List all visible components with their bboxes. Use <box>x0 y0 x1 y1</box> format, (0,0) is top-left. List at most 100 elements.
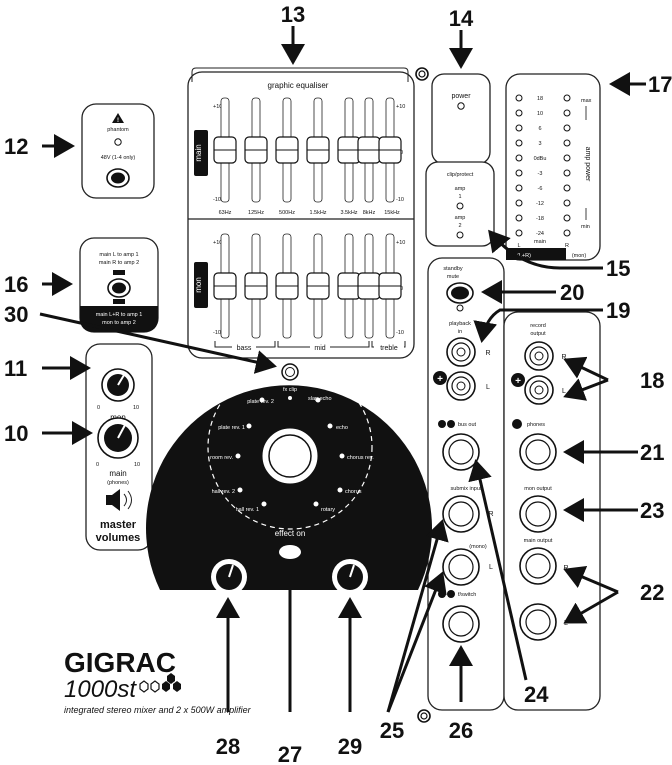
bus-out-icon <box>438 420 446 428</box>
routing-line-3: main L+R to amp 1 <box>96 312 143 318</box>
eq-main-slider-7[interactable] <box>378 97 402 203</box>
submix-r-label: R <box>488 511 493 518</box>
eq-mon-slider-4[interactable] <box>306 233 330 339</box>
graphic-equaliser: graphic equaliser main mon +10 -10 +10 0… <box>187 67 415 359</box>
preset-plate-rev-1: plate rev. 1 <box>218 425 245 431</box>
submix-l-label: L <box>489 564 493 571</box>
submix-l-jack[interactable] <box>442 548 480 586</box>
record-label-2: output <box>530 331 546 337</box>
preset-hall-rev-2: hall rev. 2 <box>212 489 235 495</box>
amp1-led <box>456 202 464 210</box>
playback-l-jack[interactable] <box>446 371 476 401</box>
eq-mon-slider-1[interactable] <box>213 233 237 339</box>
meter-led-row-9: -18 <box>515 214 571 222</box>
preset-slap-echo: slap echo <box>308 396 332 402</box>
callout-16: 16 <box>4 272 28 297</box>
main-output-r-jack[interactable] <box>519 547 557 585</box>
routing-section: main L to amp 1 main R to amp 2 main L+R… <box>79 237 159 333</box>
eq-main-slider-6[interactable] <box>357 97 381 203</box>
brand-tagline: integrated stereo mixer and 2 x 500W amp… <box>64 705 252 715</box>
record-r-jack[interactable] <box>524 341 554 371</box>
phones-jack[interactable] <box>519 433 557 471</box>
callout-29: 29 <box>338 734 362 759</box>
brand-name: GIGRAC <box>64 647 176 678</box>
clip-protect-title: clip/protect <box>447 172 474 178</box>
master-volumes: 0 10 mon 0 10 main (phones) master volum… <box>85 343 153 551</box>
power-led <box>457 102 465 110</box>
meter-mon-label: (mon) <box>572 253 587 259</box>
eq-mon-slider-7[interactable] <box>378 233 402 339</box>
callout-27: 27 <box>278 742 302 765</box>
record-l-label: L <box>562 388 566 395</box>
record-l-jack[interactable] <box>524 375 554 405</box>
callout-arrows <box>39 26 646 713</box>
to-main-zero: 0 <box>207 597 210 603</box>
mon-volume-knob[interactable] <box>101 368 135 402</box>
callout-numbers: 13 14 17 12 16 15 20 19 30 11 10 18 21 2… <box>4 2 672 765</box>
to-main-ten: 10 <box>243 597 249 603</box>
plus-icon <box>433 371 447 385</box>
effect-on-button[interactable] <box>279 545 301 559</box>
preset-echo: echo <box>336 425 348 431</box>
meter-value-minus-3: -3 <box>538 171 543 177</box>
meter-r-label: R <box>565 243 569 249</box>
eq-mon-slider-2[interactable] <box>244 233 268 339</box>
phantom-section: ! phantom 48V (1-4 only) <box>81 103 155 199</box>
power-label: power <box>451 93 471 100</box>
submix-mono-label: (mono) <box>469 544 487 550</box>
eq-main-slider-5[interactable] <box>337 97 361 203</box>
eq-mon-slider-3[interactable] <box>275 233 299 339</box>
meter-l-label: L <box>517 243 520 249</box>
callout-14: 14 <box>449 6 474 31</box>
eq-mon-scale-bot-right: -10 <box>396 330 404 336</box>
to-main-knob[interactable] <box>211 559 247 595</box>
effects-section: . fx clip plate rev. 2 slap echo plate r… <box>146 363 432 628</box>
main-volume-knob[interactable] <box>97 417 139 459</box>
standby-label-2: mute <box>447 274 459 280</box>
submix-r-jack[interactable] <box>442 495 480 533</box>
speaker-icon <box>106 489 132 511</box>
eq-freq-63hz: 63Hz <box>219 210 232 216</box>
eq-freq-15khz: 15kHz <box>384 210 400 216</box>
meter-value-0dbu: 0dBu <box>534 156 547 162</box>
eq-mon-tab-label: mon <box>194 277 203 293</box>
standby-label-1: standby <box>443 266 463 272</box>
eq-main-slider-2[interactable] <box>244 97 268 203</box>
to-mon-zero: 0 <box>328 597 331 603</box>
preset-plate-rev-2: plate rev. 2 <box>247 399 274 405</box>
meter-value-3: 3 <box>538 141 541 147</box>
callout-13: 13 <box>281 2 305 27</box>
callout-26: 26 <box>449 718 473 743</box>
main-output-l-label: L <box>564 620 568 627</box>
fswitch-jack[interactable] <box>442 605 480 643</box>
brand: GIGRAC 1000st integrated stereo mixer an… <box>64 647 252 715</box>
amp2-led <box>456 231 464 239</box>
phantom-sub-label: 48V (1-4 only) <box>101 155 136 161</box>
callout-17: 17 <box>648 72 672 97</box>
callout-25: 25 <box>380 718 404 743</box>
mon-output-jack[interactable] <box>519 495 557 533</box>
meter-led-row-4: 3 <box>515 139 571 147</box>
playback-r-jack[interactable] <box>446 337 476 367</box>
mon-volume-zero: 0 <box>97 405 100 411</box>
main-output-l-jack[interactable] <box>519 603 557 641</box>
meter-led-row-1: 18 <box>515 94 571 102</box>
meter-led-row-2: 10 <box>515 109 571 117</box>
amp1-number: 1 <box>458 194 461 200</box>
eq-main-slider-3[interactable] <box>275 97 299 203</box>
bus-out-jack[interactable] <box>442 433 480 471</box>
master-volumes-title-2: volumes <box>96 532 141 544</box>
eq-main-slider-1[interactable] <box>213 97 237 203</box>
preset-selector-knob[interactable] <box>262 428 318 484</box>
callout-11: 11 <box>4 356 27 381</box>
meter-led-row-8: -12 <box>515 199 571 207</box>
amp2-number: 2 <box>458 223 461 229</box>
band-treble-label: treble <box>380 345 398 352</box>
callout-30: 30 <box>4 302 28 327</box>
to-mon-knob[interactable] <box>332 559 368 595</box>
eq-mon-slider-6[interactable] <box>357 233 381 339</box>
eq-main-tab-label: main <box>194 144 203 161</box>
mon-output-label: mon output <box>524 486 552 492</box>
eq-main-slider-4[interactable] <box>306 97 330 203</box>
